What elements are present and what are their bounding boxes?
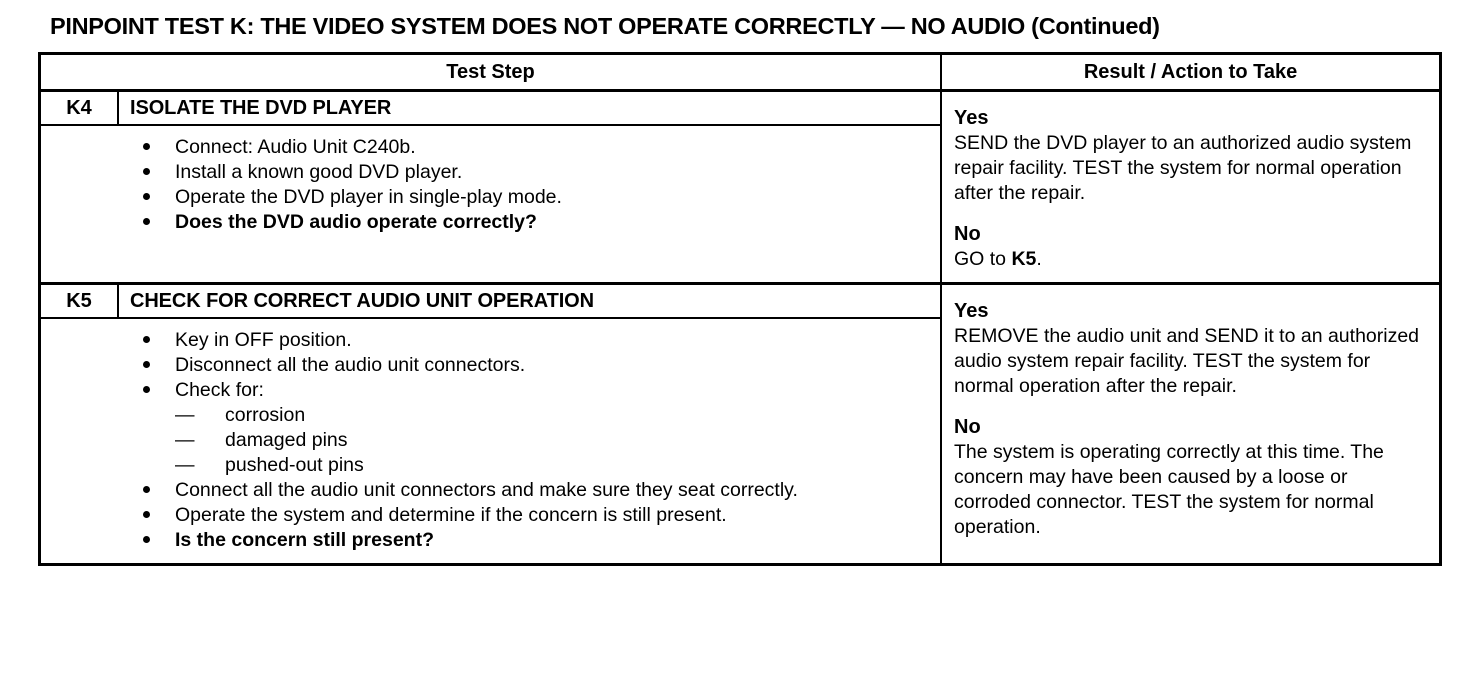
bullet-icon (141, 503, 175, 528)
result-yes-text: SEND the DVD player to an authorized aud… (954, 132, 1412, 204)
result-yes-label: Yes (954, 107, 989, 129)
list-item: Operate the system and determine if the … (41, 503, 932, 528)
em-dash-icon: — (175, 404, 195, 426)
result-no-text-lead: GO to (954, 248, 1012, 270)
result-no-label: No (954, 223, 981, 245)
table-row: K5 CHECK FOR CORRECT AUDIO UNIT OPERATIO… (41, 282, 1440, 563)
table-row: K4 ISOLATE THE DVD PLAYER Connect: Audio… (41, 90, 1440, 284)
bullet-icon (141, 378, 175, 403)
sub-list-item-label: corrosion (225, 404, 306, 426)
bullet-icon (141, 160, 175, 185)
pinpoint-test-table: Test Step Result / Action to Take K4 ISO… (38, 52, 1442, 566)
table-header-row: Test Step Result / Action to Take (41, 55, 1440, 92)
em-dash-icon: — (175, 429, 195, 451)
sub-list-item-label: damaged pins (225, 429, 348, 451)
step-title-strip-k4: K4 ISOLATE THE DVD PLAYER (41, 92, 941, 126)
sub-list-item-label: pushed-out pins (225, 454, 364, 476)
list-item-label: Key in OFF position. (175, 329, 352, 351)
result-no-label: No (954, 416, 981, 438)
result-no-text-tail: . (1036, 248, 1042, 270)
list-item: Is the concern still present? (41, 528, 932, 553)
bullet-icon (141, 353, 175, 378)
result-spacer (954, 206, 1429, 222)
em-dash-icon: — (175, 454, 195, 476)
test-step-cell-k5: K5 CHECK FOR CORRECT AUDIO UNIT OPERATIO… (41, 282, 942, 563)
list-item-label: Operate the DVD player in single-play mo… (175, 186, 562, 208)
sub-list-item: — pushed-out pins (41, 453, 932, 478)
list-item: Check for: (41, 378, 932, 403)
list-item-label: Disconnect all the audio unit connectors… (175, 354, 526, 376)
page-title: PINPOINT TEST K: THE VIDEO SYSTEM DOES N… (50, 13, 1160, 39)
step-title-strip-k5: K5 CHECK FOR CORRECT AUDIO UNIT OPERATIO… (41, 285, 941, 319)
list-item-label: Install a known good DVD player. (175, 161, 463, 183)
bullet-icon (141, 478, 175, 503)
list-item: Disconnect all the audio unit connectors… (41, 353, 932, 378)
list-item-label: Operate the system and determine if the … (175, 504, 727, 526)
list-item: Does the DVD audio operate correctly? (41, 210, 932, 235)
list-item: Operate the DVD player in single-play mo… (41, 185, 932, 210)
list-item: Install a known good DVD player. (41, 160, 932, 185)
result-no-text-lead: The system is operating correctly at thi… (954, 441, 1384, 538)
test-step-cell-k4: K4 ISOLATE THE DVD PLAYER Connect: Audio… (41, 91, 941, 284)
list-item: Connect all the audio unit connectors an… (41, 478, 932, 503)
column-header-test-step: Test Step (41, 55, 943, 92)
result-yes-text: REMOVE the audio unit and SEND it to an … (954, 325, 1420, 397)
list-item-question: Does the DVD audio operate correctly? (175, 211, 537, 233)
step-id-k4: K4 (41, 92, 119, 124)
step-id-k5: K5 (41, 285, 119, 317)
sub-list-item: — corrosion (41, 403, 932, 428)
result-no-text: GO to K5. (954, 247, 1429, 272)
result-action-cell-k4: Yes SEND the DVD player to an authorized… (940, 90, 1440, 284)
bullet-icon (141, 328, 175, 353)
sub-list-item: — damaged pins (41, 428, 932, 453)
result-action-cell-k5: Yes REMOVE the audio unit and SEND it to… (940, 282, 1440, 563)
result-no-text: The system is operating correctly at thi… (954, 440, 1429, 540)
bullet-icon (141, 185, 175, 210)
list-item: Connect: Audio Unit C240b. (41, 135, 932, 160)
step-heading-k5: CHECK FOR CORRECT AUDIO UNIT OPERATION (130, 289, 594, 312)
bullet-icon (141, 135, 175, 160)
step-list-k4: Connect: Audio Unit C240b. Install a kno… (41, 126, 940, 245)
list-item: Key in OFF position. (41, 328, 932, 353)
bullet-icon (141, 528, 175, 553)
bullet-icon (141, 210, 175, 235)
list-item-question: Is the concern still present? (175, 529, 434, 551)
result-yes-label: Yes (954, 300, 989, 322)
list-item-label: Connect: Audio Unit C240b. (175, 136, 416, 158)
step-heading-k4: ISOLATE THE DVD PLAYER (130, 96, 392, 119)
result-spacer (954, 399, 1429, 415)
column-header-result-action: Result / Action to Take (941, 55, 1440, 92)
list-item-label: Connect all the audio unit connectors an… (175, 479, 798, 501)
result-no-target-step: K5 (1011, 248, 1037, 270)
step-list-k5: Key in OFF position. Disconnect all the … (41, 319, 940, 563)
list-item-label: Check for: (175, 379, 264, 401)
